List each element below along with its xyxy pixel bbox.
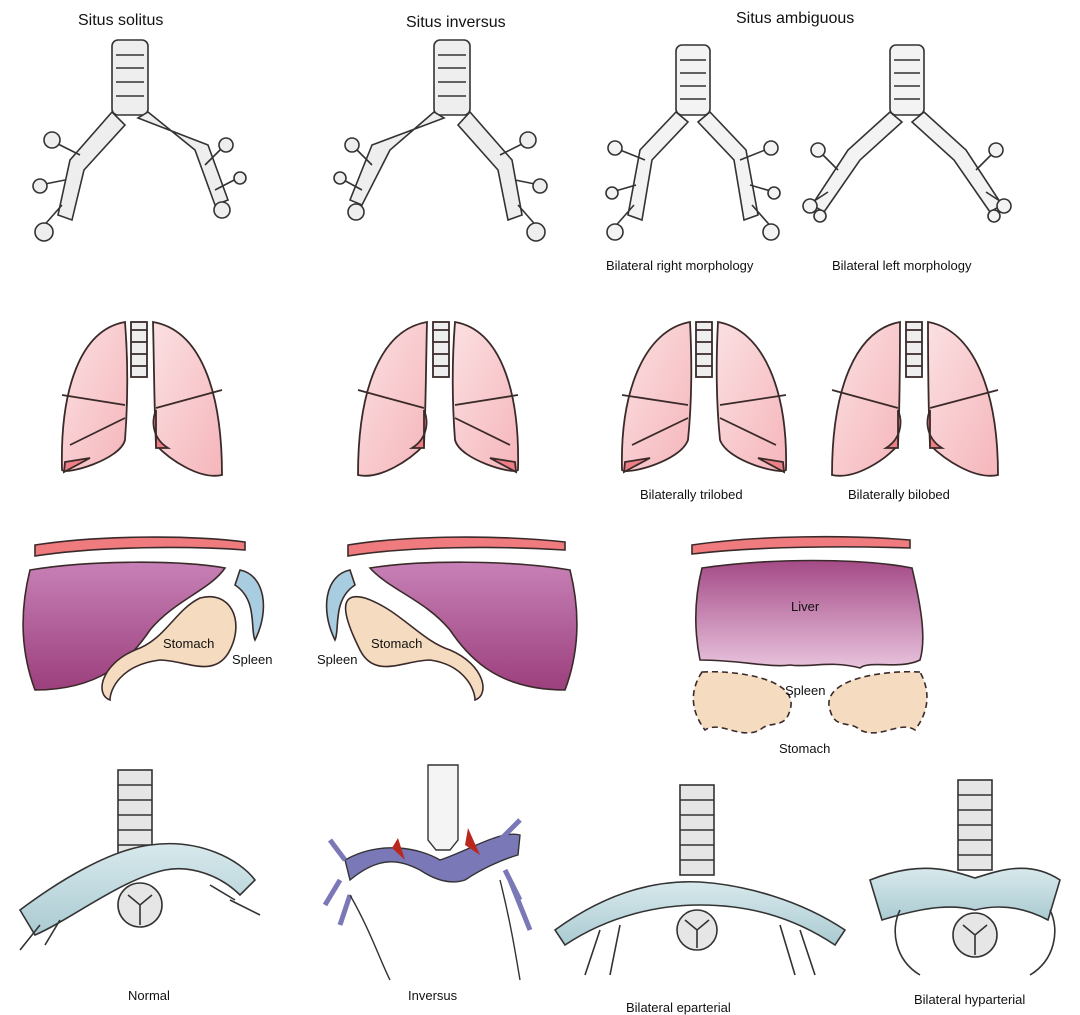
header-situs-ambiguous: Situs ambiguous xyxy=(736,10,854,28)
caption-bilateral-right-morphology: Bilateral right morphology xyxy=(606,258,753,273)
airway-tree-right-morph xyxy=(606,45,780,240)
label-ambiguous-stomach: Stomach xyxy=(779,741,830,756)
label-inversus-stomach: Stomach xyxy=(371,636,422,651)
airway-tree-solitus xyxy=(33,40,246,241)
lungs-solitus xyxy=(62,322,222,476)
label-inversus-spleen: Spleen xyxy=(317,652,357,667)
label-solitus-spleen: Spleen xyxy=(232,652,272,667)
label-ambiguous-spleen: Spleen xyxy=(785,683,825,698)
label-solitus-stomach: Stomach xyxy=(163,636,214,651)
caption-bilateral-left-morphology: Bilateral left morphology xyxy=(832,258,971,273)
label-ambiguous-liver: Liver xyxy=(791,599,819,614)
header-situs-inversus: Situs inversus xyxy=(406,14,506,32)
header-situs-solitus: Situs solitus xyxy=(78,12,163,30)
arteries-inversus xyxy=(325,765,530,980)
caption-bilateral-hyparterial: Bilateral hyparterial xyxy=(914,992,1025,1007)
caption-inversus: Inversus xyxy=(408,988,457,1003)
airway-tree-left-morph xyxy=(803,45,1011,222)
caption-bilaterally-trilobed: Bilaterally trilobed xyxy=(640,487,743,502)
abdomen-inversus xyxy=(327,537,577,700)
caption-bilaterally-bilobed: Bilaterally bilobed xyxy=(848,487,950,502)
abdomen-solitus xyxy=(23,537,263,700)
abdomen-ambiguous xyxy=(692,537,927,733)
arteries-hyparterial xyxy=(870,780,1060,975)
airway-tree-inversus xyxy=(334,40,547,241)
arteries-normal xyxy=(20,770,260,950)
lungs-bilobed xyxy=(832,322,998,476)
arteries-eparterial xyxy=(555,785,845,975)
lungs-inversus xyxy=(358,322,518,476)
caption-normal: Normal xyxy=(128,988,170,1003)
caption-bilateral-eparterial: Bilateral eparterial xyxy=(626,1000,731,1015)
lungs-trilobed xyxy=(622,322,786,472)
